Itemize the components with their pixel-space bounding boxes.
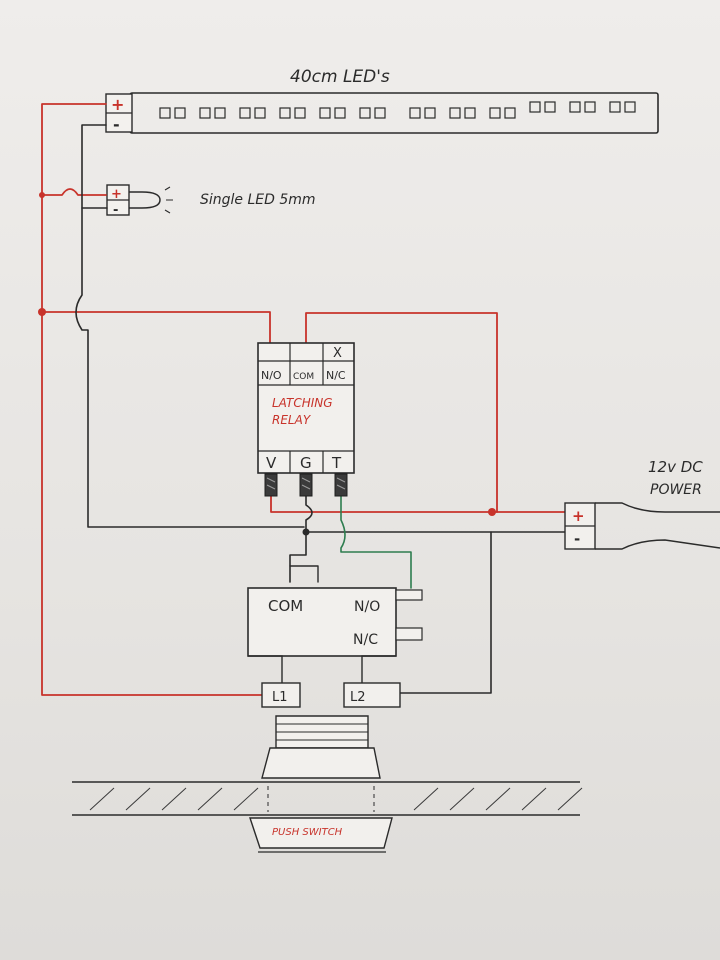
led-chip: [254, 107, 266, 119]
relay-contact-no: N/O: [261, 369, 282, 382]
relay-contact-nc: N/C: [326, 369, 346, 382]
led-glow-icon: [164, 186, 173, 214]
wires: [41, 103, 566, 696]
switch-com-wire: [289, 531, 307, 583]
power-label-line2: POWER: [650, 482, 702, 498]
single-led-positive-wire: [41, 188, 107, 196]
power-plus: +: [572, 507, 585, 525]
l2-ground-wire: [399, 531, 492, 694]
single-led-label: Single LED 5mm: [200, 192, 316, 208]
led-chip: [409, 107, 421, 119]
com-wire: [305, 312, 498, 513]
relay-pin-header-g: [299, 473, 313, 497]
relay-pin-g: G: [300, 454, 312, 472]
relay-no-wire: [41, 311, 271, 344]
power-minus: -: [574, 530, 580, 548]
led-chip: [504, 107, 516, 119]
panel-hatch-mark: [233, 787, 259, 811]
led-chip: [624, 101, 636, 113]
relay-unused-mark: X: [333, 346, 342, 361]
switch-no-tab: [395, 589, 423, 601]
switch-nut: [261, 747, 381, 779]
strip-title: 40cm LED's: [290, 67, 390, 87]
led-chip: [359, 107, 371, 119]
relay-pin-header-v: [264, 473, 278, 497]
relay-name-line2: RELAY: [272, 413, 312, 427]
latching-relay: X N/O COM N/C LATCHING RELAY V G T: [257, 342, 355, 497]
relay-pin-v: V: [266, 454, 277, 472]
led-bulb-icon: [129, 191, 161, 209]
panel-hatch-mark: [485, 787, 511, 811]
led-strip: + -: [105, 92, 659, 134]
switch-no-label: N/O: [354, 599, 380, 615]
led-chip: [199, 107, 211, 119]
led-chip: [334, 107, 346, 119]
relay-name-line1: LATCHING: [272, 396, 333, 410]
relay-g-wire: [305, 494, 313, 531]
power-connector: 12v DC POWER + -: [564, 458, 720, 550]
push-switch-label: PUSH SWITCH: [272, 827, 343, 838]
panel-hatch-mark: [557, 787, 583, 811]
strip-minus: -: [113, 115, 120, 134]
relay-pin-header-t: [334, 473, 348, 497]
led-chip: [374, 107, 386, 119]
junction-dots: [38, 192, 496, 536]
switch-nc-label: N/C: [353, 632, 378, 648]
switch-l1-terminal: [261, 682, 301, 708]
positive-bus-wire: [41, 103, 263, 696]
power-cable-icon: [595, 502, 720, 550]
trigger-signal-wire: [340, 494, 412, 589]
led-chip: [464, 107, 476, 119]
led-chip: [279, 107, 291, 119]
panel-hatch-mark: [521, 787, 547, 811]
led-chip: [609, 101, 621, 113]
led-chip: [174, 107, 186, 119]
relay-contact-com: COM: [293, 372, 314, 382]
panel-hatch-mark: [89, 787, 115, 811]
switch-l1-label: L1: [272, 690, 288, 705]
single-led-minus: -: [113, 203, 118, 218]
led-chip: [424, 107, 436, 119]
led-chip: [529, 101, 541, 113]
panel-hatch-mark: [197, 787, 223, 811]
switch-l2-label: L2: [350, 690, 366, 705]
push-button-cap: PUSH SWITCH: [249, 817, 393, 853]
switch-nc-tab: [395, 627, 423, 641]
led-chip: [544, 101, 556, 113]
strip-plus: +: [111, 95, 124, 114]
switch-l2-terminal: [343, 682, 401, 708]
led-chip: [584, 101, 596, 113]
panel-hatch-mark: [161, 787, 187, 811]
panel-hatch-mark: [125, 787, 151, 811]
negative-bus-wire: [75, 124, 305, 528]
led-chip: [239, 107, 251, 119]
led-chip: [294, 107, 306, 119]
switch-com-label: COM: [268, 597, 303, 615]
led-chip: [214, 107, 226, 119]
single-led: + - Single LED 5mm: [106, 184, 316, 218]
led-chips: [159, 101, 636, 119]
push-switch: COM N/O N/C L1 L2: [247, 587, 423, 779]
power-label-line1: 12v DC: [648, 458, 703, 476]
relay-pin-t: T: [331, 454, 342, 472]
panel-hatch-mark: [449, 787, 475, 811]
single-led-plus: +: [111, 187, 122, 202]
led-chip: [159, 107, 171, 119]
led-chip: [569, 101, 581, 113]
mounting-panel: [72, 781, 583, 816]
led-chip: [319, 107, 331, 119]
led-chip: [489, 107, 501, 119]
relay-v-wire: [270, 494, 566, 513]
led-chip: [449, 107, 461, 119]
panel-hatch-mark: [413, 787, 439, 811]
